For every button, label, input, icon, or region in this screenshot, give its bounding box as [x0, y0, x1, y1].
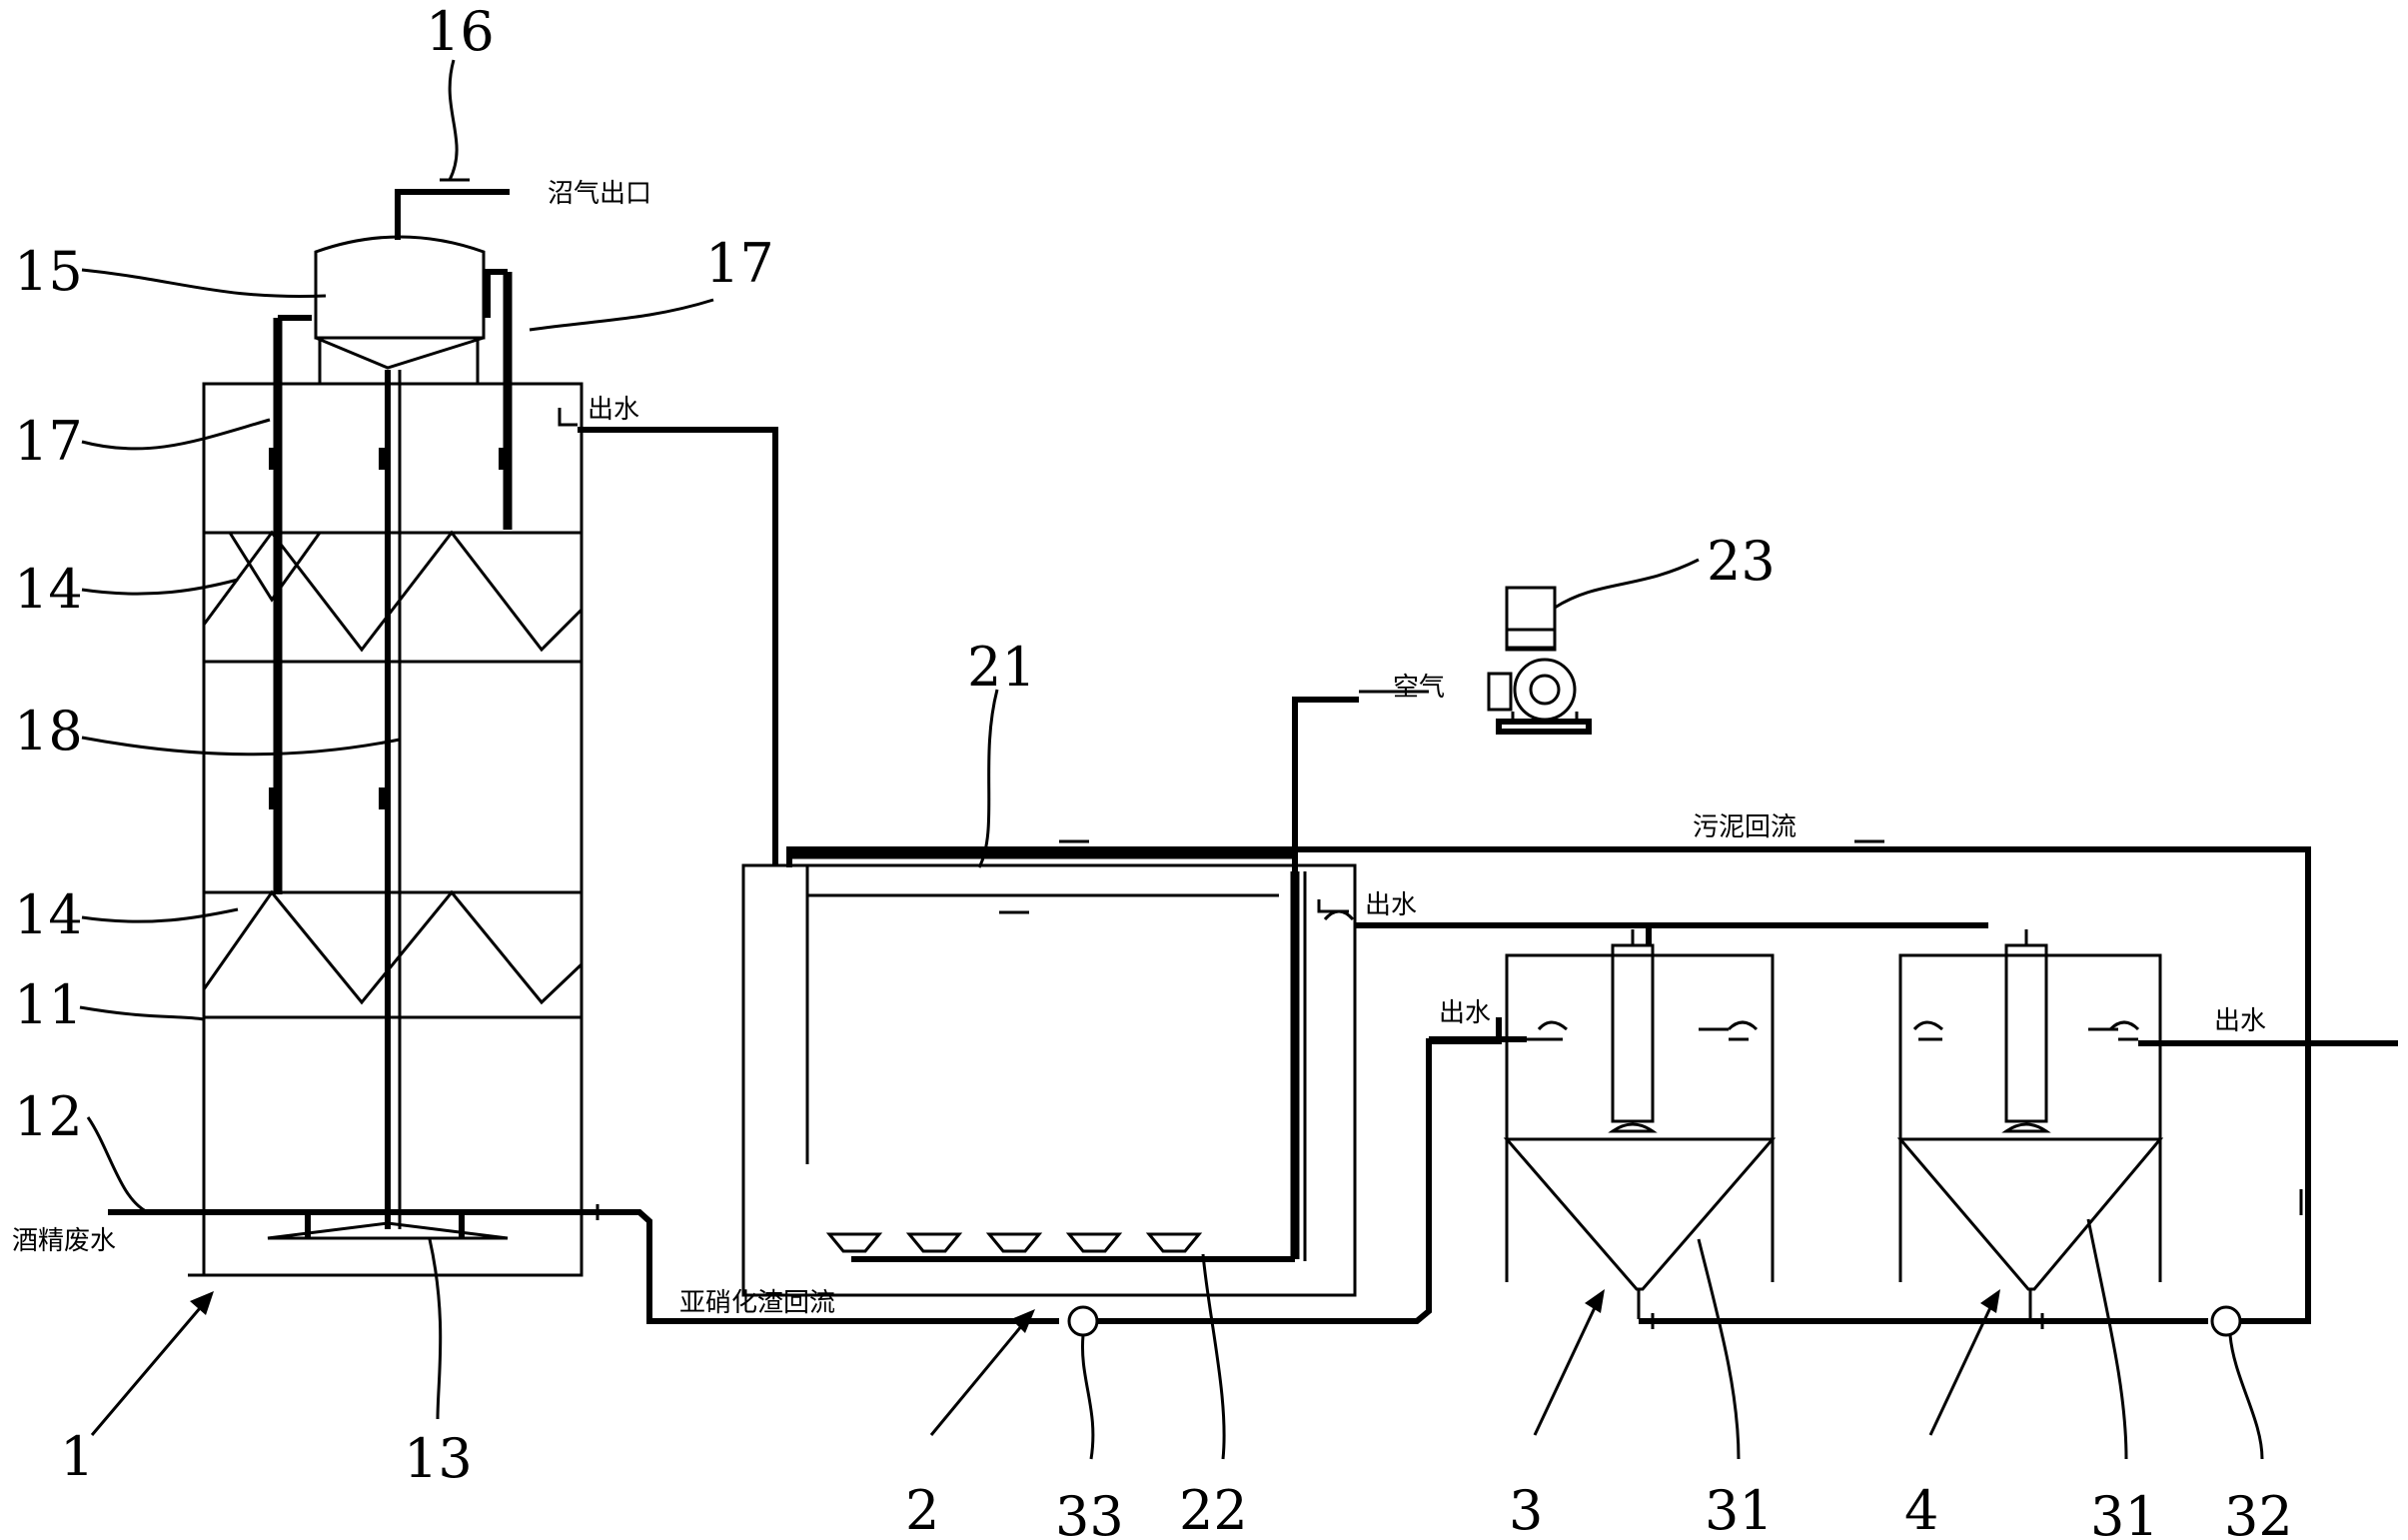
num-13: 13 [404, 1427, 473, 1490]
num-14-lower: 14 [14, 883, 83, 946]
label-effluent-2: 出水 [1365, 890, 1417, 920]
pump-33 [1067, 1305, 1099, 1337]
effluent-pipe-2 [1355, 922, 1652, 945]
settler-4 [1896, 929, 2398, 1319]
settler-3 [1429, 929, 1777, 1319]
num-15: 15 [14, 240, 83, 303]
num-11: 11 [14, 973, 83, 1036]
num-22: 22 [1179, 1479, 1248, 1540]
label-effluent-1: 出水 [588, 395, 639, 425]
label-sludge-return: 污泥回流 [1693, 812, 1797, 842]
num-18: 18 [14, 700, 83, 763]
num-21: 21 [967, 636, 1036, 699]
water-distributor [267, 1221, 509, 1240]
label-effluent-3: 出水 [1439, 998, 1491, 1028]
num-17-right: 17 [705, 232, 774, 295]
num-4: 4 [1904, 1479, 1938, 1540]
center-pipe-4 [2004, 943, 2048, 1123]
pump-32 [2210, 1305, 2242, 1337]
num-33: 33 [1055, 1485, 1124, 1540]
label-biogas-outlet: 沼气出口 [548, 179, 651, 209]
label-alcohol-wastewater: 酒精废水 [12, 1226, 116, 1256]
num-17-left: 17 [14, 410, 83, 473]
text-labels: 沼气出口 出水 空气 污泥回流 出水 出水 出水 亚硝化渣回流 酒精废水 16 … [12, 0, 2293, 1540]
three-phase-separator-upper [202, 530, 584, 653]
num-3: 3 [1509, 1479, 1543, 1540]
num-1: 1 [60, 1425, 94, 1488]
leader-lines [79, 59, 2264, 1460]
aerators [825, 1232, 1295, 1262]
num-32: 32 [2224, 1485, 2293, 1540]
biogas-outlet-pipe [395, 189, 510, 240]
nitrification-tank [741, 690, 1988, 1297]
anaerobic-reactor [108, 178, 778, 1277]
num-2: 2 [905, 1479, 939, 1540]
three-phase-separator-lower [202, 889, 584, 1005]
num-23: 23 [1707, 530, 1776, 593]
num-31-left: 31 [1705, 1479, 1774, 1540]
label-effluent-4: 出水 [2214, 1006, 2266, 1036]
num-14-upper: 14 [14, 558, 83, 621]
num-12: 12 [14, 1085, 83, 1148]
num-16: 16 [426, 0, 495, 63]
effluent-pipe-1 [578, 427, 778, 865]
label-nitrite-return: 亚硝化渣回流 [679, 1288, 835, 1318]
sludge-return-line [786, 839, 2311, 1337]
gas-liquid-separator [314, 235, 486, 340]
blower [1487, 586, 1592, 735]
center-pipe-3 [1611, 943, 1655, 1123]
num-31-right: 31 [2090, 1485, 2159, 1540]
label-air: 空气 [1393, 673, 1445, 703]
callout-arrows [90, 1289, 2000, 1436]
